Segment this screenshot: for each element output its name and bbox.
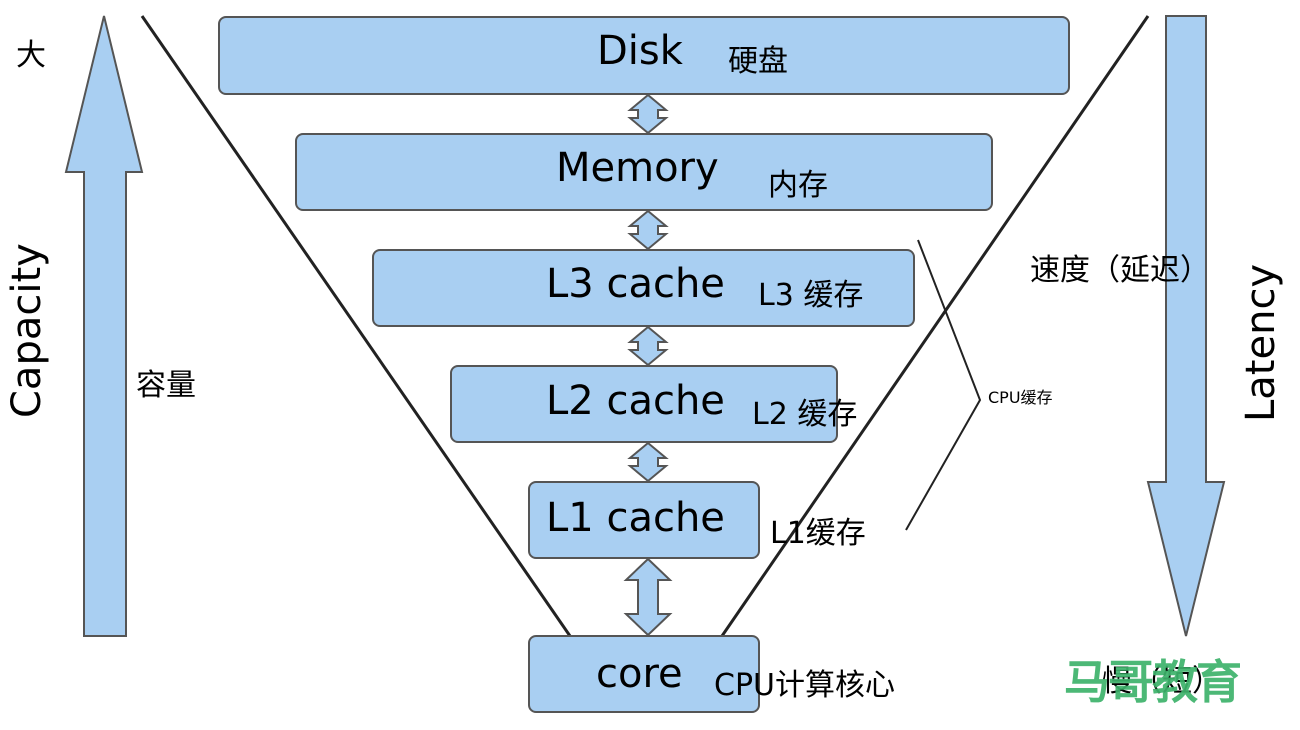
disk-label: Disk: [597, 28, 683, 74]
cpu-cache-label: CPU缓存: [988, 388, 1053, 407]
l1-cache-box: [528, 481, 760, 559]
cpu-cache-bracket: [905, 239, 982, 531]
l2-cache-box: [450, 365, 838, 443]
memory-cn-label: 内存: [768, 168, 828, 203]
capacity-up-arrow: [64, 15, 144, 637]
memory-label: Memory: [556, 145, 719, 191]
l3-cache-label: L3 cache: [546, 261, 725, 307]
funnel-left-line: [140, 15, 572, 637]
core-box: [528, 635, 760, 713]
l3-cache-box: [372, 249, 915, 327]
core-label: core: [596, 651, 683, 697]
speed-label: 速度（延迟）: [1030, 253, 1210, 288]
connector-disk-memory: [627, 93, 669, 135]
memory-box: [295, 133, 993, 211]
l1-cache-cn-label: L1缓存: [770, 516, 866, 551]
connector-l1-core: [623, 557, 673, 637]
core-cn-label: CPU计算核心: [714, 668, 895, 703]
big-label: 大: [16, 38, 46, 73]
capacity-cn-label: 容量: [136, 368, 196, 403]
funnel-right-line: [720, 15, 1150, 637]
connector-memory-l3: [627, 209, 669, 251]
l1-cache-label: L1 cache: [546, 495, 725, 541]
l2-cache-label: L2 cache: [546, 378, 725, 424]
l3-cache-cn-label: L3 缓存: [758, 278, 864, 313]
watermark-logo: 马哥教育: [1064, 655, 1242, 709]
l2-cache-cn-label: L2 缓存: [752, 397, 858, 432]
disk-cn-label: 硬盘: [728, 44, 788, 79]
slow-short-label: 慢（短）: [1102, 664, 1222, 699]
latency-down-arrow: [1146, 15, 1226, 637]
capacity-label: Capacity: [4, 243, 50, 418]
connector-l2-l1: [627, 441, 669, 483]
disk-box: [218, 16, 1070, 95]
latency-label: Latency: [1238, 263, 1284, 422]
connector-l3-l2: [627, 325, 669, 367]
